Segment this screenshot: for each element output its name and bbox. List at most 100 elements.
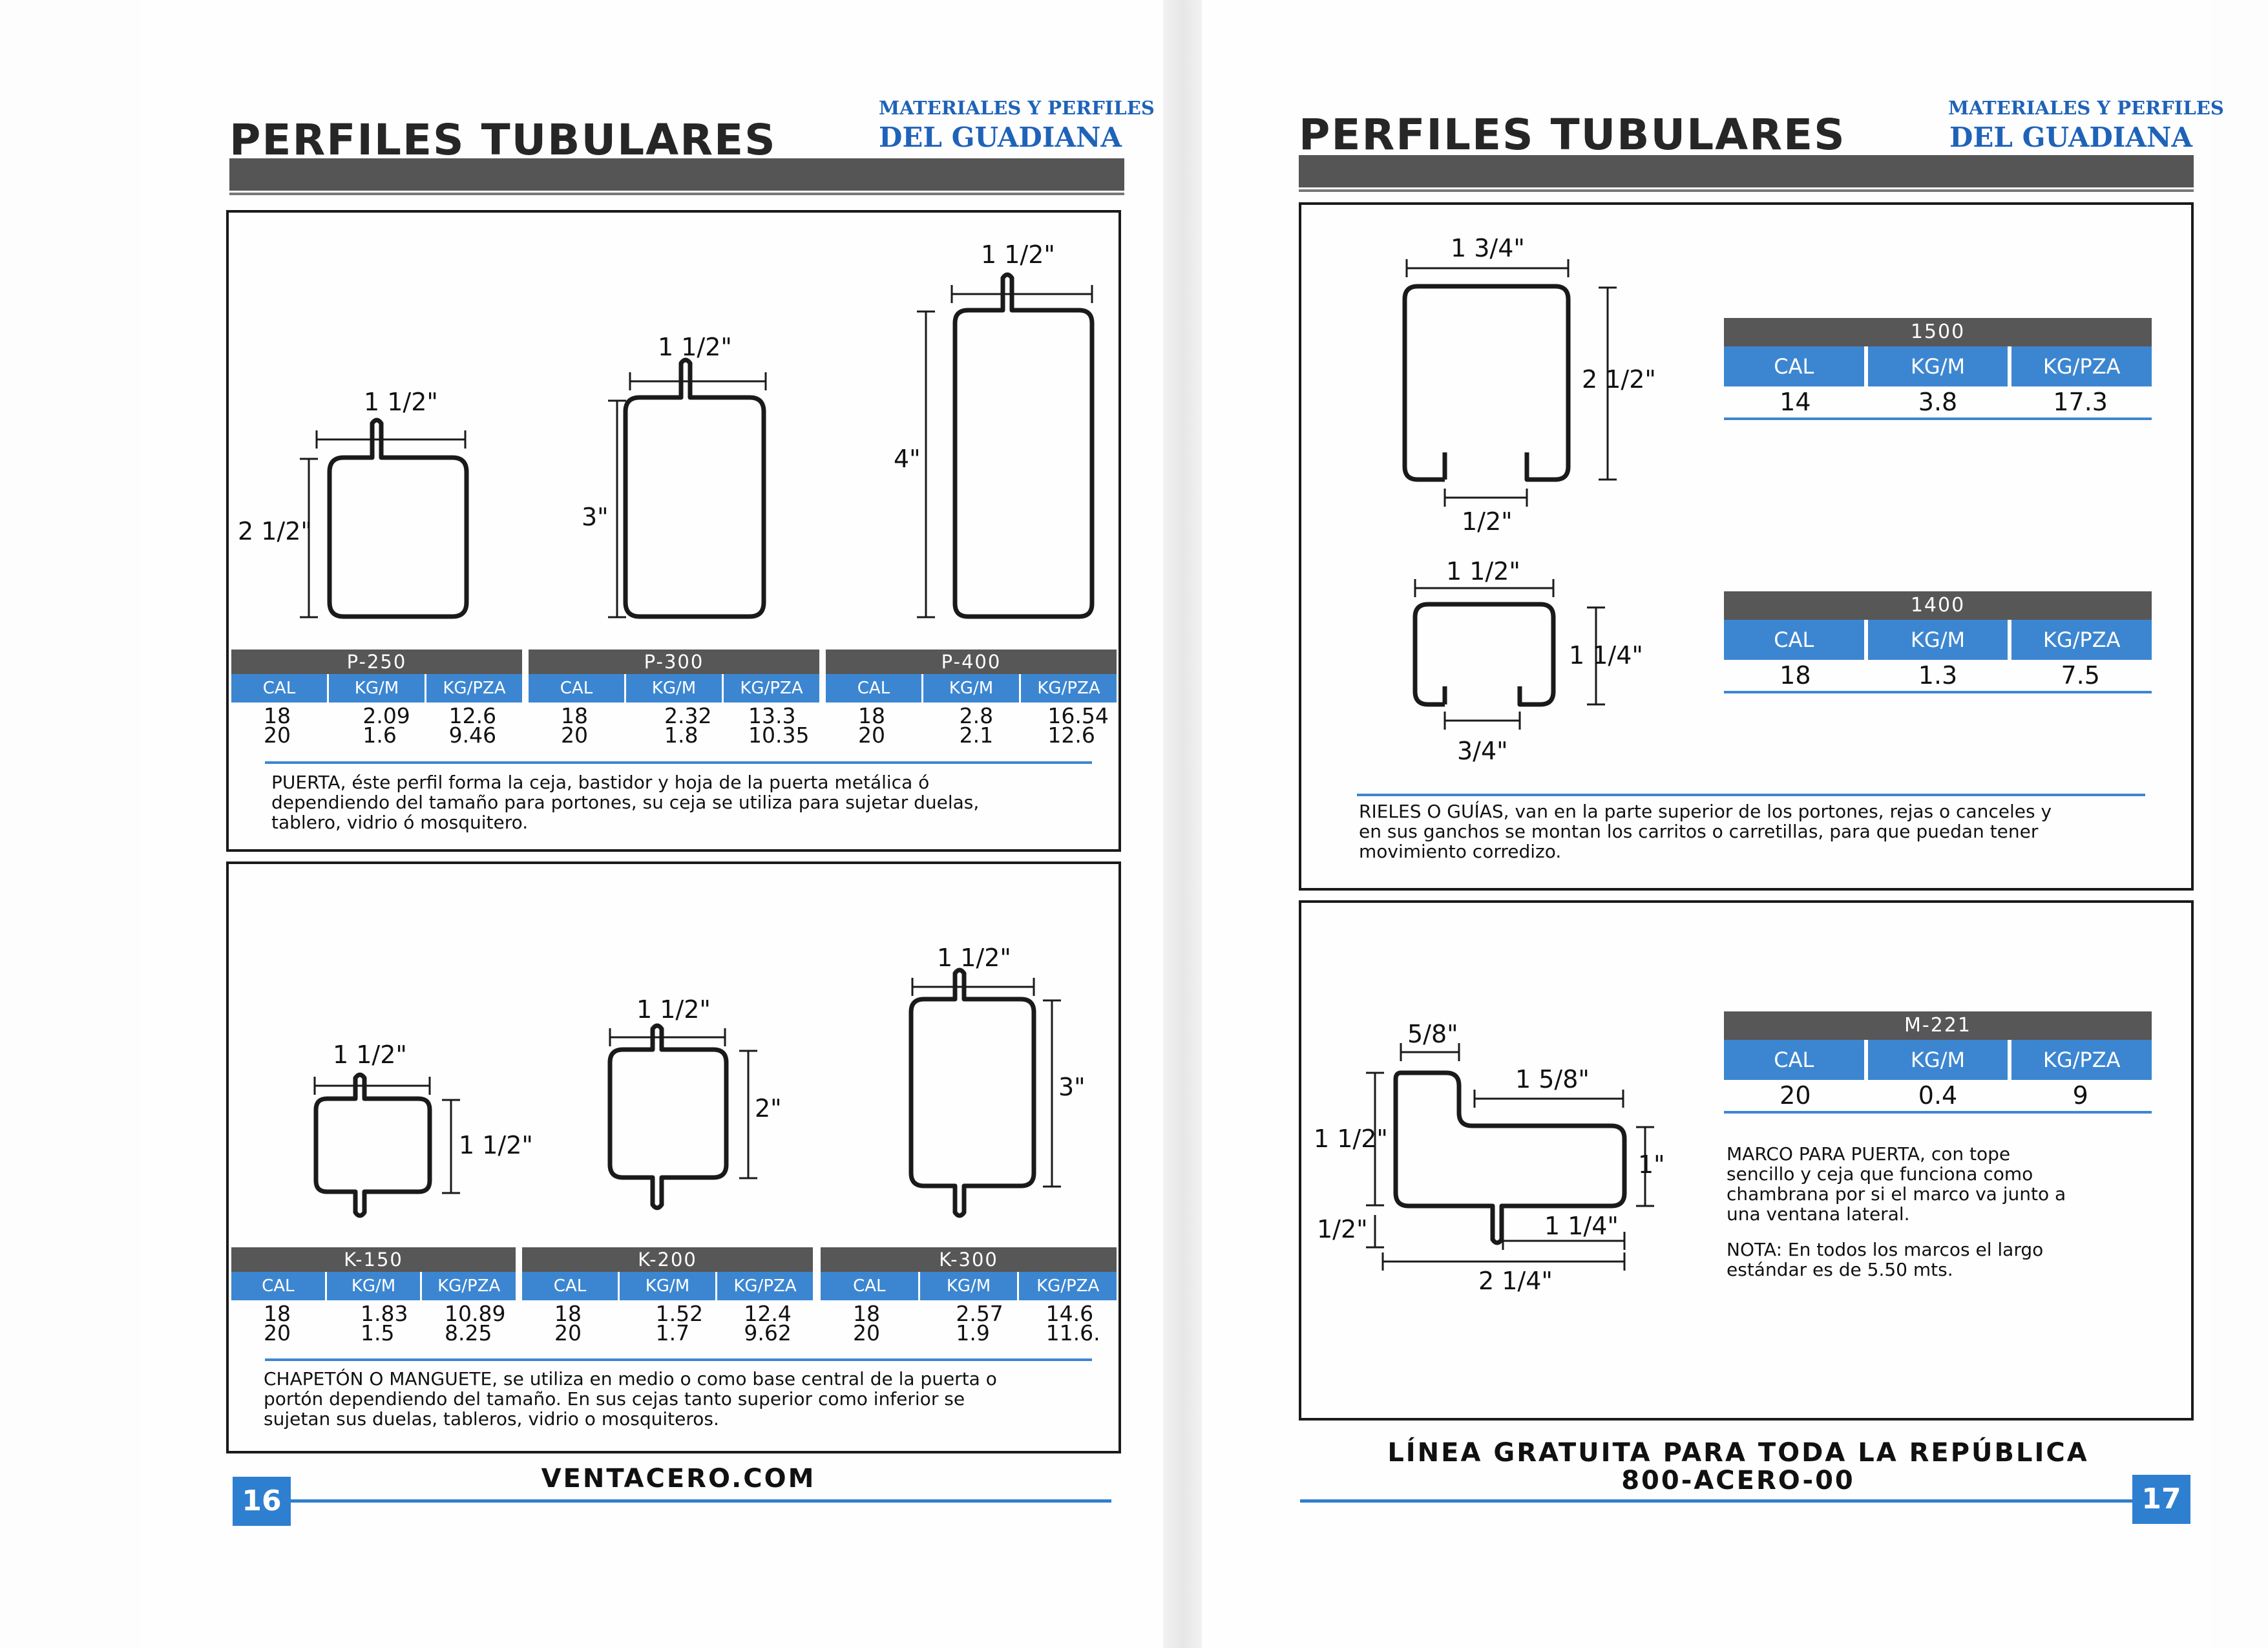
riel-1400-gap-label: 3/4" [1457,737,1508,765]
col-kg-pza: KG/PZA [722,674,819,703]
cell: 20 [858,723,885,748]
cell: 1.8 [664,723,698,748]
p-250-height-label: 2 1/2" [238,517,312,545]
header-bar-right [1299,155,2194,187]
col-cal: CAL [529,674,624,703]
k-150-height-label: 1 1/2" [459,1131,533,1159]
note-marco: NOTA: En todos los marcos el largo están… [1727,1239,2044,1280]
cell: 2.1 [959,723,994,748]
p-400-height-label: 4" [894,445,921,473]
panel-rule [1357,794,2145,796]
cell: 1.52 [655,1301,704,1326]
col-kg-m: KG/M [624,674,722,703]
table-rule [1724,417,2152,420]
cell: 20 [554,1320,582,1346]
p-250-profile [327,417,469,619]
cell: 17.3 [2053,388,2108,416]
col-kg-pza: KG/PZA [425,674,522,703]
table-title: 1500 [1724,318,2152,346]
cell: 18 [853,1301,880,1326]
panel-p-profiles [226,210,1121,852]
table-title: K-150 [231,1247,516,1272]
table-title: P-250 [231,650,522,674]
right-page [1202,0,2210,1648]
col-cal: CAL [231,674,327,703]
footer-rule-right [1300,1499,2134,1503]
k-150-profile [313,1072,432,1218]
p-400-width-label: 1 1/2" [981,240,1055,269]
p-300-profile [623,357,766,619]
panel-rule [265,761,1092,764]
cell: 2.8 [959,703,994,728]
table-rule [1724,691,2152,693]
k-300-profile [908,967,1036,1218]
p-400-profile [952,272,1095,619]
brand-line1-left: MATERIALES Y PERFILES [879,97,1155,119]
riel-1500-height-label: 2 1/2" [1582,365,1656,394]
cell: 3.8 [1918,388,1958,416]
k-200-height-label: 2" [755,1094,782,1123]
riel-1500-width-label: 1 3/4" [1451,234,1525,262]
cell: 8.25 [445,1320,492,1346]
col-cal: CAL [522,1272,618,1300]
marco-step-label: 1 5/8" [1515,1065,1590,1093]
k-200-profile [607,1023,729,1210]
cell: 18 [561,703,588,728]
panel-k-profiles [226,861,1121,1453]
k-200-width-label: 1 1/2" [636,995,711,1024]
table-title: K-200 [522,1247,813,1272]
p-300-height-label: 3" [582,503,609,531]
footer-rule-left [284,1499,1111,1503]
cell: 12.6 [448,703,497,728]
col-kg-m: KG/M [1864,346,2008,386]
header-rule-right [1299,189,2194,192]
col-kg-pza: KG/PZA [2008,1040,2152,1080]
p-250-width-label: 1 1/2" [364,388,438,416]
col-cal: CAL [1724,620,1864,660]
cell: 7.5 [2061,661,2100,690]
table-title: P-400 [826,650,1117,674]
riel-1500-profile [1402,284,1571,482]
panel-rieles [1299,202,2194,891]
col-kg-m: KG/M [618,1272,715,1300]
marco-bottom-step-label: 1 1/4" [1544,1212,1619,1240]
table-rule [1724,1111,2152,1114]
riel-1400-height-label: 1 1/4" [1569,641,1643,670]
cell: 14 [1780,388,1811,416]
col-kg-pza: KG/PZA [715,1272,813,1300]
panel-rule [265,1358,1092,1361]
col-cal: CAL [821,1272,918,1300]
cell: 9.62 [744,1320,792,1346]
cell: 18 [1780,661,1811,690]
cell: 18 [554,1301,582,1326]
col-kg-m: KG/M [1864,620,2008,660]
col-kg-m: KG/M [1864,1040,2008,1080]
k-300-width-label: 1 1/2" [937,944,1011,972]
footer-hotline-line1: LÍNEA GRATUITA PARA TODA LA REPÚBLICA [1387,1438,2089,1468]
cell: 11.6. [1045,1320,1100,1346]
k-300-height-label: 3" [1058,1073,1086,1101]
col-kg-m: KG/M [918,1272,1018,1300]
cell: 1.5 [361,1320,395,1346]
marco-left-height-label: 1 1/2" [1314,1125,1388,1153]
footer-website: VENTACERO.COM [541,1464,816,1494]
cell: 1.9 [956,1320,990,1346]
cell: 20 [1780,1081,1811,1110]
header-bar-left [229,158,1124,191]
description-rieles: RIELES O GUÍAS, van en la parte superior… [1359,801,2052,862]
table-title: K-300 [821,1247,1117,1272]
cell: 20 [853,1320,880,1346]
cell: 18 [264,703,291,728]
left-page [142,0,1163,1648]
col-cal: CAL [1724,346,1864,386]
col-kg-pza: KG/PZA [420,1272,516,1300]
